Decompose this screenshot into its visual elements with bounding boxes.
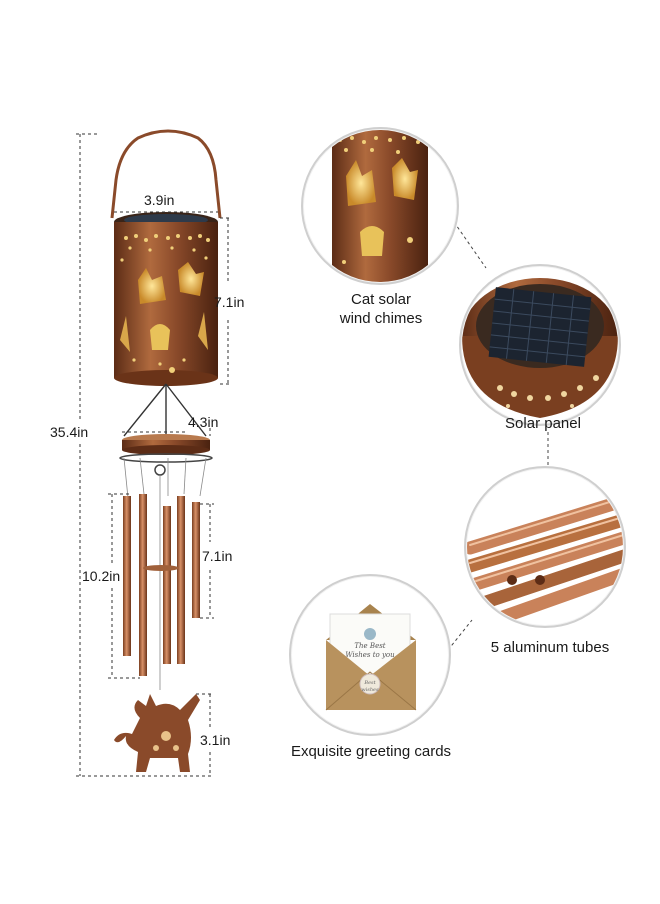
connector-lines [447,221,549,651]
detail-greeting-card [289,574,451,736]
detail-cat-lantern [301,127,459,285]
cat-wind-catcher [114,694,200,772]
lantern-width-label: 3.9in [144,192,175,208]
caption-tubes: 5 aluminum tubes [490,639,610,656]
dimension-lines [76,133,232,777]
ring-width-label: 4.3in [188,414,219,430]
card-message: The Best Wishes to you [336,642,404,660]
overall-height-label: 35.4in [50,424,89,440]
detail-aluminum-tubes [464,466,626,628]
lantern [114,212,218,386]
lantern-height-label: 7.1in [214,294,245,310]
card-line-2: Wishes to you [345,651,395,659]
caption-solar-panel: Solar panel [505,415,581,432]
tube-length-label: 7.1in [202,548,233,564]
detail-solar-panel [459,264,621,426]
chime-tubes [123,494,200,676]
cat-height-label: 3.1in [200,732,231,748]
hanging-chain [123,383,207,437]
chimes-length-label: 10.2in [82,568,121,584]
caption-cat-lantern: Cat solar wind chimes [339,291,423,327]
card-seal-text: Best wishes [361,680,379,693]
card-line-1: The Best [354,642,386,650]
lantern-handle [110,129,222,219]
chime-ring [119,434,213,476]
caption-greeting-card: Exquisite greeting cards [290,743,452,760]
